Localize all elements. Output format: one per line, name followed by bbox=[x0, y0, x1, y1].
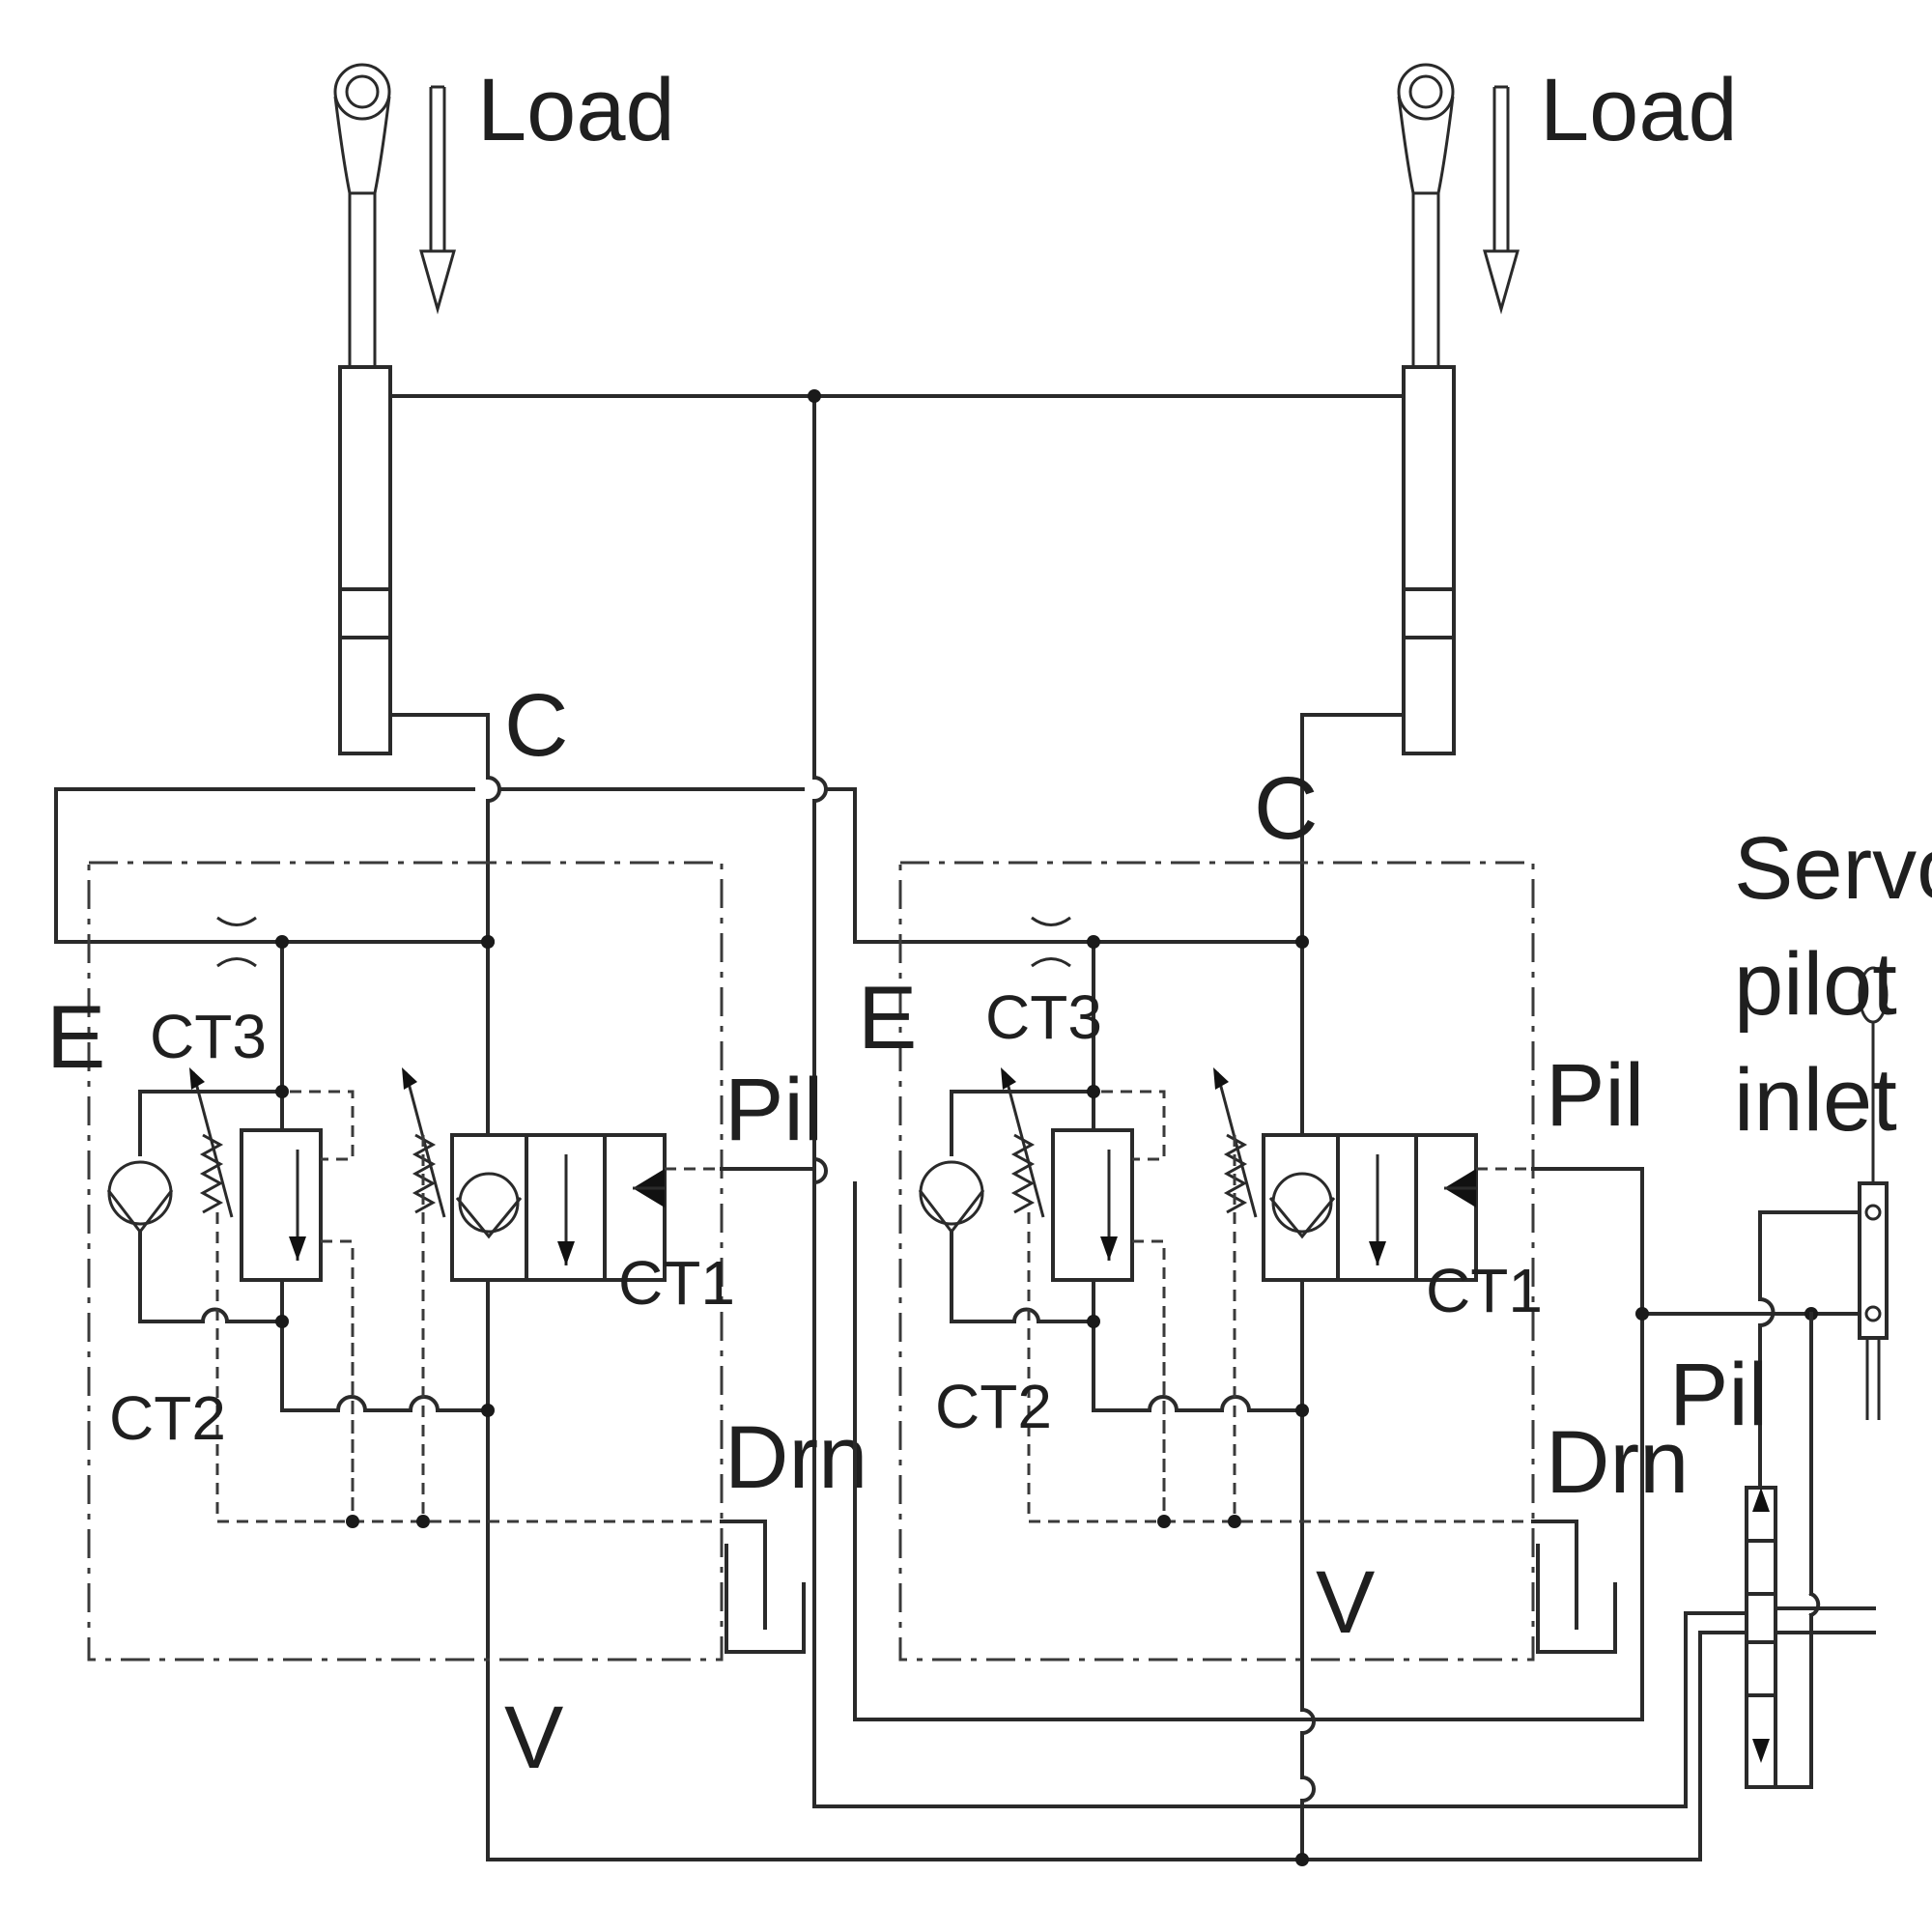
right-ct2-label: CT2 bbox=[935, 1372, 1052, 1441]
left-ct3-label: CT3 bbox=[150, 1002, 267, 1071]
servo-pilot-inlet bbox=[486, 966, 1889, 1866]
left-ct1-label: CT1 bbox=[618, 1248, 735, 1318]
right-ct1-label: CT1 bbox=[1426, 1256, 1543, 1325]
right-ct3-label: CT3 bbox=[985, 982, 1102, 1052]
left-e-label: E bbox=[46, 988, 105, 1087]
right-v-label: V bbox=[1316, 1553, 1375, 1652]
right-valve-module bbox=[853, 713, 1644, 1861]
left-pil-label: Pil bbox=[724, 1061, 823, 1159]
right-pil-label: Pil bbox=[1546, 1046, 1644, 1145]
servo-label-line2: pilot bbox=[1734, 935, 1897, 1034]
servo-pil-label: Pil bbox=[1669, 1346, 1768, 1444]
servo-label-line3: inlet bbox=[1734, 1051, 1897, 1150]
left-load-label: Load bbox=[477, 61, 675, 159]
servo-label-line1: Servo bbox=[1734, 819, 1932, 918]
left-drn-label: Drn bbox=[724, 1408, 867, 1507]
right-drn-label: Drn bbox=[1546, 1413, 1689, 1512]
right-cylinder bbox=[1397, 63, 1456, 755]
left-ct2-label: CT2 bbox=[109, 1383, 226, 1453]
left-v-label: V bbox=[504, 1689, 563, 1787]
left-load-arrow-icon bbox=[419, 85, 456, 315]
right-load-arrow-icon bbox=[1483, 85, 1520, 315]
right-e-label: E bbox=[858, 969, 917, 1067]
left-valve-module bbox=[54, 713, 1298, 1861]
left-c-label: C bbox=[504, 676, 568, 775]
right-c-label: C bbox=[1254, 759, 1318, 858]
left-cylinder bbox=[333, 63, 392, 755]
right-load-label: Load bbox=[1540, 61, 1738, 159]
